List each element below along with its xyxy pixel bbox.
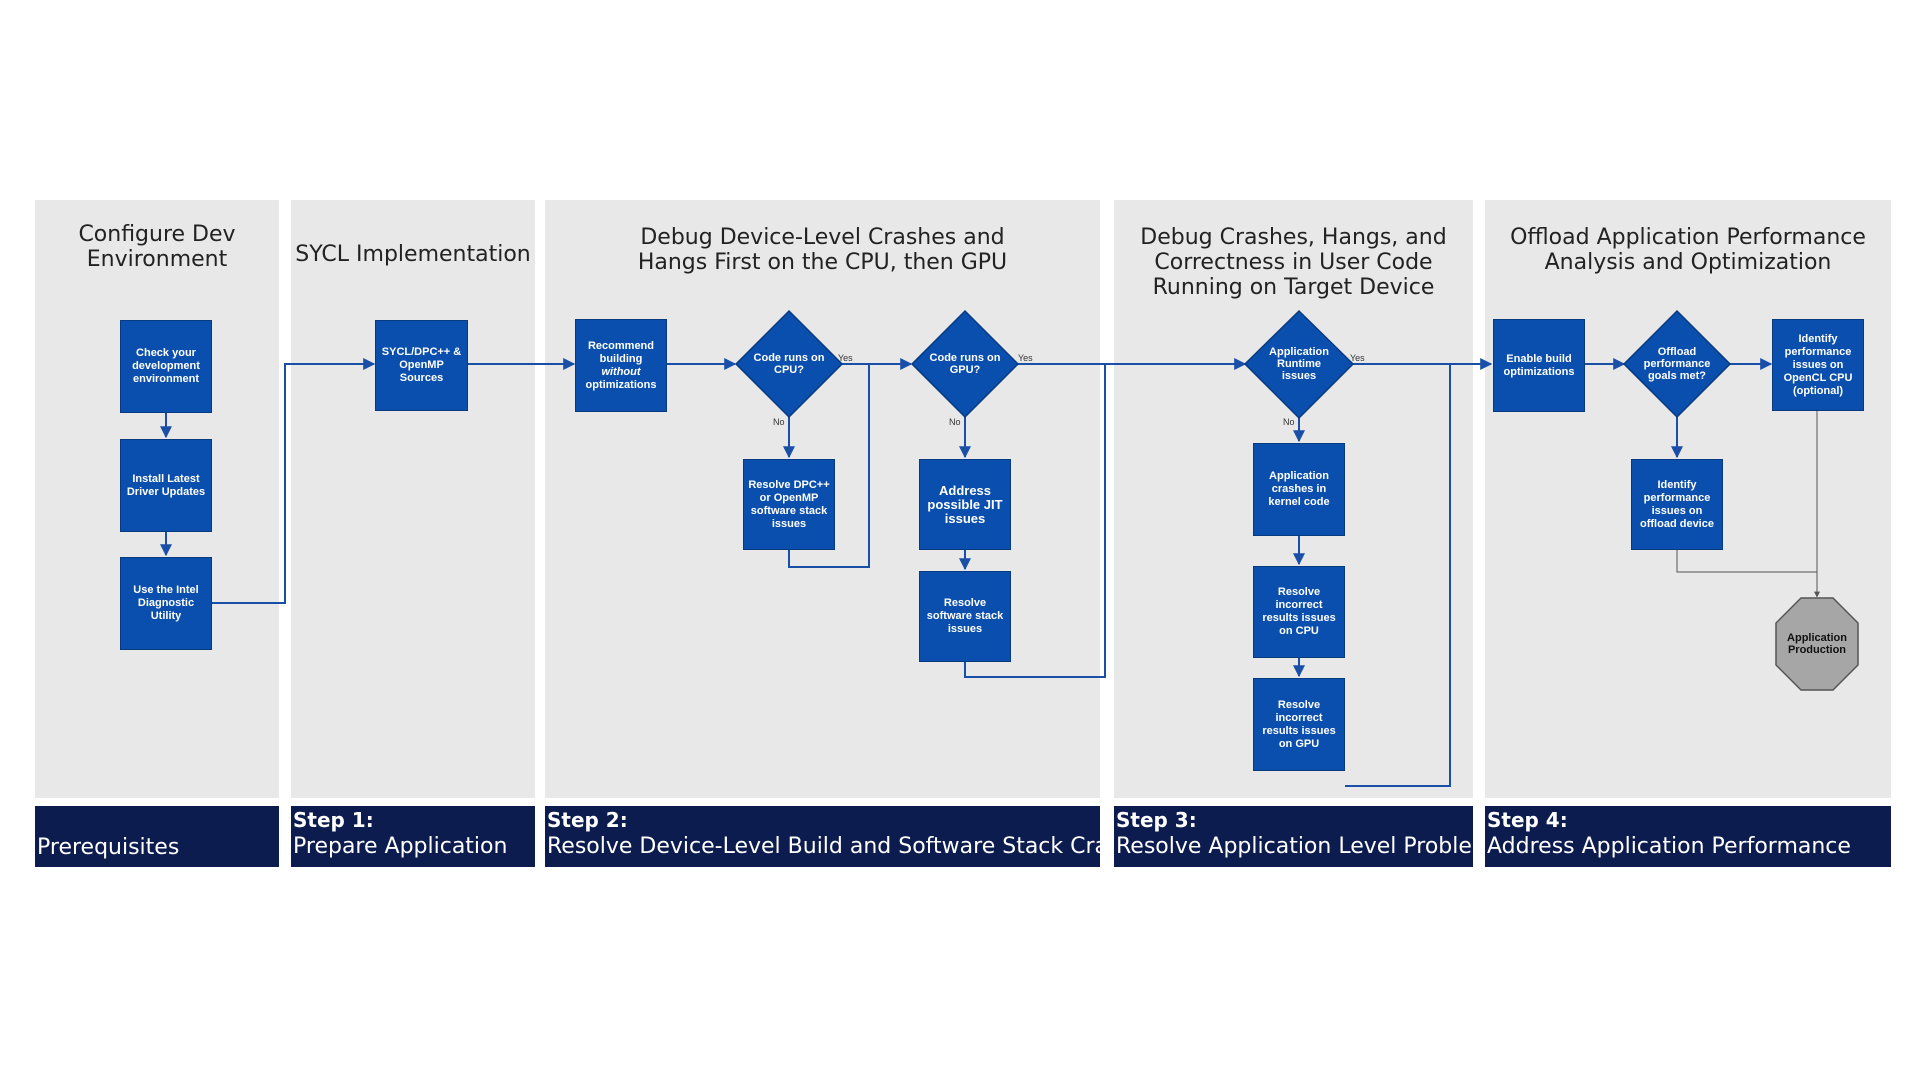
perf-offload-box[interactable]: Identify performance issues on offload d… xyxy=(1631,459,1723,550)
edge-resolve-dpc-loop xyxy=(788,364,870,568)
recommend-text-c: optimizations xyxy=(585,378,657,391)
footer-step: Step 2: xyxy=(547,808,628,832)
title-line: Debug Crashes, Hangs, and xyxy=(1140,225,1447,250)
title-line: Environment xyxy=(86,247,228,272)
title-line: Offload Application Performance xyxy=(1510,225,1866,250)
footer-desc: Prerequisites xyxy=(37,835,180,860)
footer-step-3: Step 3: Resolve Application Level Proble… xyxy=(1114,806,1505,867)
footer-step-1: Step 1: Prepare Application xyxy=(291,806,535,867)
footer-desc: Resolve Device-Level Build and Software … xyxy=(547,834,1159,859)
lane-title: Debug Crashes, Hangs, and Correctness in… xyxy=(1114,225,1473,300)
resolve-dpcpp-box[interactable]: Resolve DPC++ or OpenMP software stack i… xyxy=(743,459,835,550)
perf-opencl-box[interactable]: Identify performance issues on OpenCL CP… xyxy=(1772,319,1864,411)
jit-issues-box[interactable]: Address possible JIT issues xyxy=(919,459,1011,550)
edge-offload-to-production xyxy=(1676,550,1817,573)
title-line: Correctness in User Code xyxy=(1154,250,1433,275)
check-environment-box[interactable]: Check your development environment xyxy=(120,320,212,413)
runtime-decision-label[interactable]: Application Runtime issues xyxy=(1269,346,1329,382)
recommend-text: Recommend building without optimizations xyxy=(578,340,664,392)
lane-title: Debug Device-Level Crashes and Hangs Fir… xyxy=(545,225,1100,275)
cpu-decision-diamond xyxy=(734,309,844,419)
recommend-text-b: without xyxy=(601,365,641,378)
incorrect-results-cpu-box[interactable]: Resolve incorrect results issues on CPU xyxy=(1253,566,1345,658)
lane-title: SYCL Implementation xyxy=(291,242,535,267)
lane-title: Configure Dev Environment xyxy=(35,222,279,272)
cpu-decision-label[interactable]: Code runs on CPU? xyxy=(753,352,825,376)
perf-decision-diamond xyxy=(1622,309,1732,419)
lane-step-1: SYCL Implementation xyxy=(291,200,535,798)
runtime-decision-diamond xyxy=(1243,309,1355,420)
footer-step: Step 1: xyxy=(293,808,374,832)
cpu-yes-label: Yes xyxy=(838,353,853,363)
cpu-no-label: No xyxy=(773,417,785,427)
title-line: SYCL Implementation xyxy=(295,242,531,267)
edge-diag-to-sycl xyxy=(212,358,376,604)
edge-swstack-loop xyxy=(964,364,1106,678)
production-label[interactable]: Application Production xyxy=(1787,632,1847,656)
sycl-sources-box[interactable]: SYCL/DPC++ & OpenMP Sources xyxy=(375,320,468,411)
footer-desc: Address Application Performance xyxy=(1487,834,1851,859)
footer-step: Step 3: xyxy=(1116,808,1197,832)
runtime-no-label: No xyxy=(1283,417,1295,427)
diagnostic-utility-box[interactable]: Use the Intel Diagnostic Utility xyxy=(120,557,212,650)
gpu-yes-label: Yes xyxy=(1018,353,1033,363)
kernel-crashes-box[interactable]: Application crashes in kernel code xyxy=(1253,443,1345,536)
gpu-decision-diamond xyxy=(910,309,1020,419)
footer-step-2: Step 2: Resolve Device-Level Build and S… xyxy=(545,806,1158,867)
footer-step: Step 4: xyxy=(1487,808,1568,832)
title-line: Hangs First on the CPU, then GPU xyxy=(637,250,1008,275)
install-driver-box[interactable]: Install Latest Driver Updates xyxy=(120,439,212,532)
gpu-decision-label[interactable]: Code runs on GPU? xyxy=(929,352,1001,376)
footer-desc: Prepare Application xyxy=(293,834,508,859)
footer-step-4: Step 4: Address Application Performance xyxy=(1485,806,1891,867)
recommend-building-box[interactable]: Recommend building without optimizations xyxy=(575,319,667,412)
footer-desc: Resolve Application Level Problems xyxy=(1116,834,1505,859)
runtime-yes-label: Yes xyxy=(1350,353,1365,363)
production-octagon xyxy=(1775,597,1859,691)
title-line: Running on Target Device xyxy=(1152,275,1435,300)
gpu-no-label: No xyxy=(949,417,961,427)
title-line: Configure Dev xyxy=(78,222,236,247)
resolve-software-stack-box[interactable]: Resolve software stack issues xyxy=(919,571,1011,662)
title-line: Analysis and Optimization xyxy=(1544,250,1832,275)
enable-build-optimizations-box[interactable]: Enable build optimizations xyxy=(1493,319,1585,412)
footer-prerequisites: Prerequisites xyxy=(35,806,279,867)
lane-title: Offload Application Performance Analysis… xyxy=(1485,225,1891,275)
edge-gpu-loop xyxy=(1345,364,1451,787)
title-line: Debug Device-Level Crashes and xyxy=(640,225,1005,250)
perf-decision-label[interactable]: Offload performance goals met? xyxy=(1643,346,1711,382)
recommend-text-a: Recommend building xyxy=(587,339,655,365)
incorrect-results-gpu-box[interactable]: Resolve incorrect results issues on GPU xyxy=(1253,678,1345,771)
